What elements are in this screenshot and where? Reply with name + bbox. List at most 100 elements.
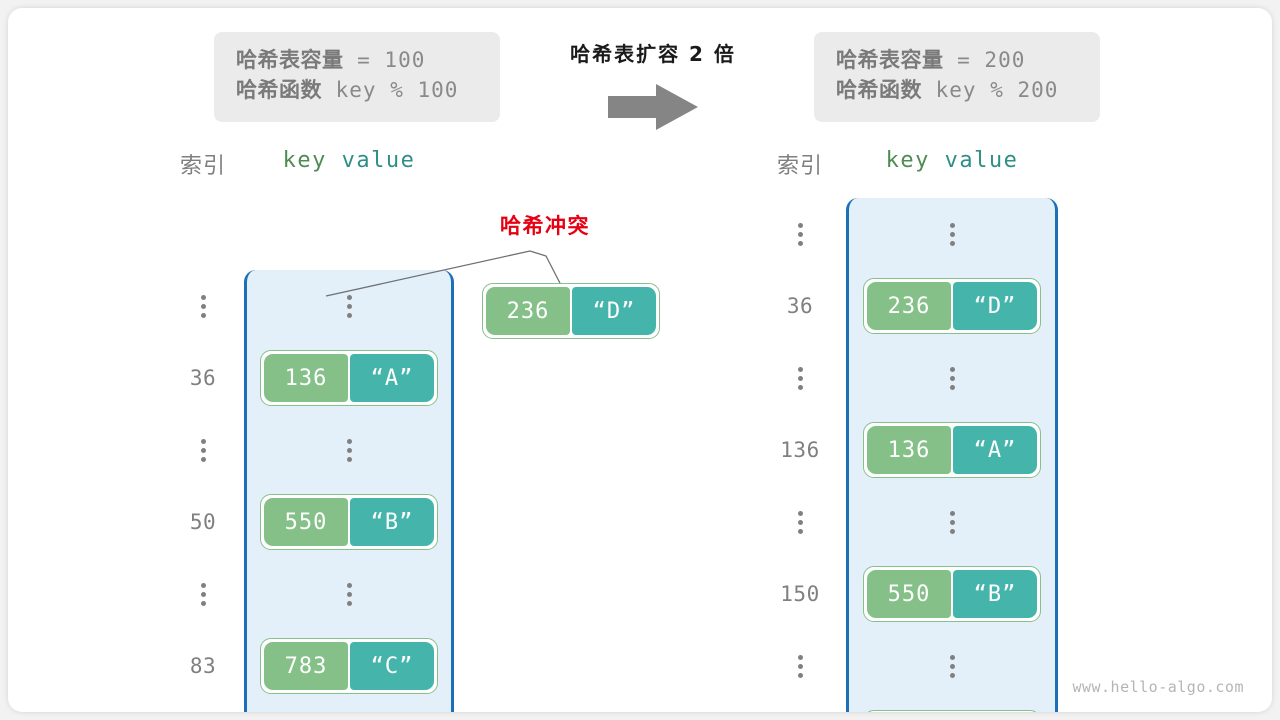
after-function-label: 哈希函数: [836, 77, 922, 102]
index-cell: [760, 630, 840, 702]
after-capacity-expr: = 200: [943, 48, 1026, 72]
pill-key: 136: [264, 354, 348, 402]
bucket-ellipsis-icon: [346, 294, 352, 318]
kv-pill: 550“B”: [260, 494, 438, 550]
bucket-ellipsis-icon: [949, 510, 955, 534]
collision-label: 哈希冲突: [500, 214, 590, 238]
pill-key: 236: [867, 282, 951, 330]
index-label: 36: [189, 366, 217, 390]
after-kv-header: key value: [846, 148, 1058, 173]
pill-value: “D”: [953, 282, 1037, 330]
before-value-header: value: [341, 148, 416, 173]
kv-pill: 136“A”: [260, 350, 438, 406]
right-block-arrow-icon: [608, 84, 698, 130]
bucket-row: 550“B”: [247, 486, 451, 558]
index-label: 83: [189, 654, 217, 678]
bucket-ellipsis-icon: [949, 222, 955, 246]
index-label: 36: [786, 294, 814, 318]
before-key-header: key: [282, 148, 327, 173]
kv-pill: 783“C”: [863, 710, 1041, 712]
before-capacity-line: 哈希表容量 = 100: [236, 46, 478, 76]
index-cell: 150: [760, 558, 840, 630]
index-cell: [760, 198, 840, 270]
watermark: www.hello-algo.com: [1072, 678, 1244, 696]
after-info-box: 哈希表容量 = 200 哈希函数 key % 200: [814, 32, 1100, 122]
index-label: 150: [780, 582, 820, 606]
index-cell: 36: [760, 270, 840, 342]
index-cell: [168, 270, 238, 342]
index-cell: [760, 342, 840, 414]
index-ellipsis-icon: [797, 366, 803, 390]
after-capacity-label: 哈希表容量: [836, 48, 944, 72]
index-ellipsis-icon: [797, 510, 803, 534]
bucket-row: 136“A”: [247, 342, 451, 414]
index-cell: 83: [168, 630, 238, 702]
bucket-ellipsis-icon: [949, 654, 955, 678]
diagram-canvas: 哈希表容量 = 100 哈希函数 key % 100 哈希表扩容 2 倍 哈希表…: [8, 8, 1272, 712]
pill-key: 136: [867, 426, 951, 474]
pill-value: “B”: [953, 570, 1037, 618]
pill-key: 783: [264, 642, 348, 690]
pill-value: “D”: [572, 287, 656, 335]
before-info-box: 哈希表容量 = 100 哈希函数 key % 100: [214, 32, 500, 122]
index-ellipsis-icon: [200, 582, 206, 606]
bucket-ellipsis-row: [247, 558, 451, 630]
after-index-header: 索引: [776, 154, 823, 179]
kv-pill: 136“A”: [863, 422, 1041, 478]
index-ellipsis-icon: [200, 294, 206, 318]
after-function-expr: key % 200: [922, 77, 1059, 102]
index-ellipsis-icon: [797, 222, 803, 246]
bucket-ellipsis-row: [247, 270, 451, 342]
pill-value: “B”: [350, 498, 434, 546]
before-capacity-expr: = 100: [343, 48, 426, 72]
bucket-ellipsis-row: [247, 414, 451, 486]
collision-entry: 236 “D”: [482, 283, 660, 339]
before-function-line: 哈希函数 key % 100: [236, 76, 478, 106]
kv-pill: 550“B”: [863, 566, 1041, 622]
pill-key: 236: [486, 287, 570, 335]
index-cell: [168, 414, 238, 486]
after-bucket-array: 236“D” 136“A” 550“B” 783“C”: [846, 198, 1058, 712]
bucket-ellipsis-icon: [346, 582, 352, 606]
before-function-label: 哈希函数: [236, 77, 322, 102]
index-cell: 36: [168, 342, 238, 414]
pill-value: “A”: [953, 426, 1037, 474]
index-cell: [168, 558, 238, 630]
after-key-header: key: [885, 148, 930, 173]
bucket-row: 236“D”: [849, 270, 1055, 342]
before-index-header: 索引: [179, 154, 226, 179]
bucket-ellipsis-icon: [949, 366, 955, 390]
before-index-column: 36 50 83: [168, 270, 238, 712]
index-cell: 183: [760, 702, 840, 712]
pill-value: “A”: [350, 354, 434, 402]
bucket-ellipsis-row: [849, 342, 1055, 414]
after-capacity-line: 哈希表容量 = 200: [836, 46, 1078, 76]
bucket-ellipsis-row: [849, 630, 1055, 702]
bucket-ellipsis-row: [849, 198, 1055, 270]
before-function-expr: key % 100: [322, 77, 459, 102]
bucket-row: 550“B”: [849, 558, 1055, 630]
index-cell: [760, 486, 840, 558]
bucket-row: 783“C”: [849, 702, 1055, 712]
kv-pill: 783“C”: [260, 638, 438, 694]
index-label: 136: [780, 438, 820, 462]
after-function-line: 哈希函数 key % 200: [836, 76, 1078, 106]
before-capacity-label: 哈希表容量: [236, 48, 344, 72]
bucket-row: 783“C”: [247, 630, 451, 702]
after-index-column: 36 136 150 183: [760, 198, 840, 712]
index-cell: 50: [168, 486, 238, 558]
before-bucket-array: 136“A” 550“B” 783“C”: [244, 270, 454, 712]
pill-key: 550: [867, 570, 951, 618]
before-kv-header: key value: [244, 148, 454, 173]
kv-pill: 236 “D”: [482, 283, 660, 339]
bucket-ellipsis-icon: [346, 438, 352, 462]
bucket-row: 136“A”: [849, 414, 1055, 486]
index-ellipsis-icon: [797, 654, 803, 678]
bucket-ellipsis-row: [247, 702, 451, 712]
expand-title: 哈希表扩容 2 倍: [570, 42, 736, 66]
pill-key: 550: [264, 498, 348, 546]
pill-value: “C”: [350, 642, 434, 690]
index-label: 50: [189, 510, 217, 534]
kv-pill: 236“D”: [863, 278, 1041, 334]
index-cell: 136: [760, 414, 840, 486]
